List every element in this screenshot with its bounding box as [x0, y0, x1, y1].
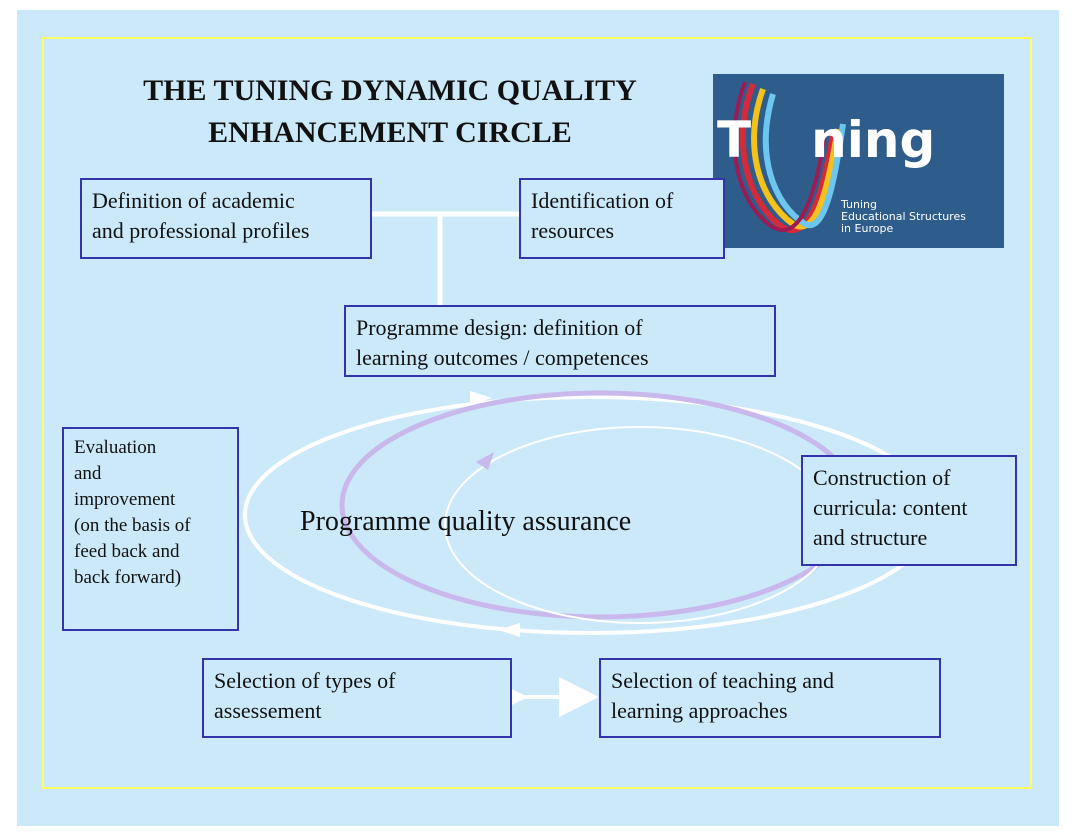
box-text: improvement: [74, 489, 176, 510]
box-text: Programme design: definition of: [356, 315, 643, 340]
box-text: curricula: content: [813, 495, 968, 520]
box-construction-curricula: Construction of curricula: content and s…: [801, 455, 1017, 566]
box-definition-profiles: Definition of academic and professional …: [80, 178, 372, 259]
box-text: learning approaches: [611, 698, 788, 723]
slide-frame: [42, 37, 1032, 789]
box-text: (on the basis of: [74, 515, 191, 536]
logo-swoosh-icon: [732, 81, 846, 234]
title-line-2: ENHANCEMENT CIRCLE: [208, 116, 572, 149]
logo-letter-t: T: [717, 111, 752, 169]
cycle-arrowhead-lavender: [476, 452, 494, 470]
logo-subtitle: Tuning Educational Structures in Europe: [841, 199, 966, 235]
cycle-arrowhead-bottom: [498, 623, 520, 637]
box-text: and structure: [813, 525, 928, 550]
box-text: Construction of: [813, 465, 951, 490]
logo-sub-line-3: in Europe: [841, 222, 894, 235]
box-evaluation-improvement: Evaluation and improvement (on the basis…: [62, 427, 239, 631]
box-text: Selection of types of: [214, 668, 396, 693]
logo-sub-line-1: Tuning: [841, 198, 878, 211]
box-text: and: [74, 463, 102, 484]
logo-sub-line-2: Educational Structures: [841, 210, 966, 223]
box-text: and professional profiles: [92, 218, 310, 243]
box-text: Evaluation: [74, 437, 157, 458]
box-selection-teaching: Selection of teaching and learning appro…: [599, 658, 941, 738]
box-text: learning outcomes / competences: [356, 345, 649, 370]
box-identification-resources: Identification of resources: [519, 178, 725, 259]
logo-letters-ning: ning: [811, 111, 936, 169]
center-label: Programme quality assurance: [300, 506, 632, 537]
box-text: back forward): [74, 567, 182, 588]
box-programme-design: Programme design: definition of learning…: [344, 305, 776, 377]
box-text: assessement: [214, 698, 322, 723]
page-title: THE TUNING DYNAMIC QUALITY ENHANCEMENT C…: [60, 70, 720, 154]
box-text: Identification of: [531, 188, 674, 213]
box-text: feed back and: [74, 541, 180, 562]
box-text: Selection of teaching and: [611, 668, 834, 693]
box-selection-assessment: Selection of types of assessement: [202, 658, 512, 738]
cycle-arrowhead-top: [470, 391, 492, 405]
box-text: resources: [531, 218, 615, 243]
title-line-1: THE TUNING DYNAMIC QUALITY: [143, 74, 637, 107]
box-text: Definition of academic: [92, 188, 295, 213]
